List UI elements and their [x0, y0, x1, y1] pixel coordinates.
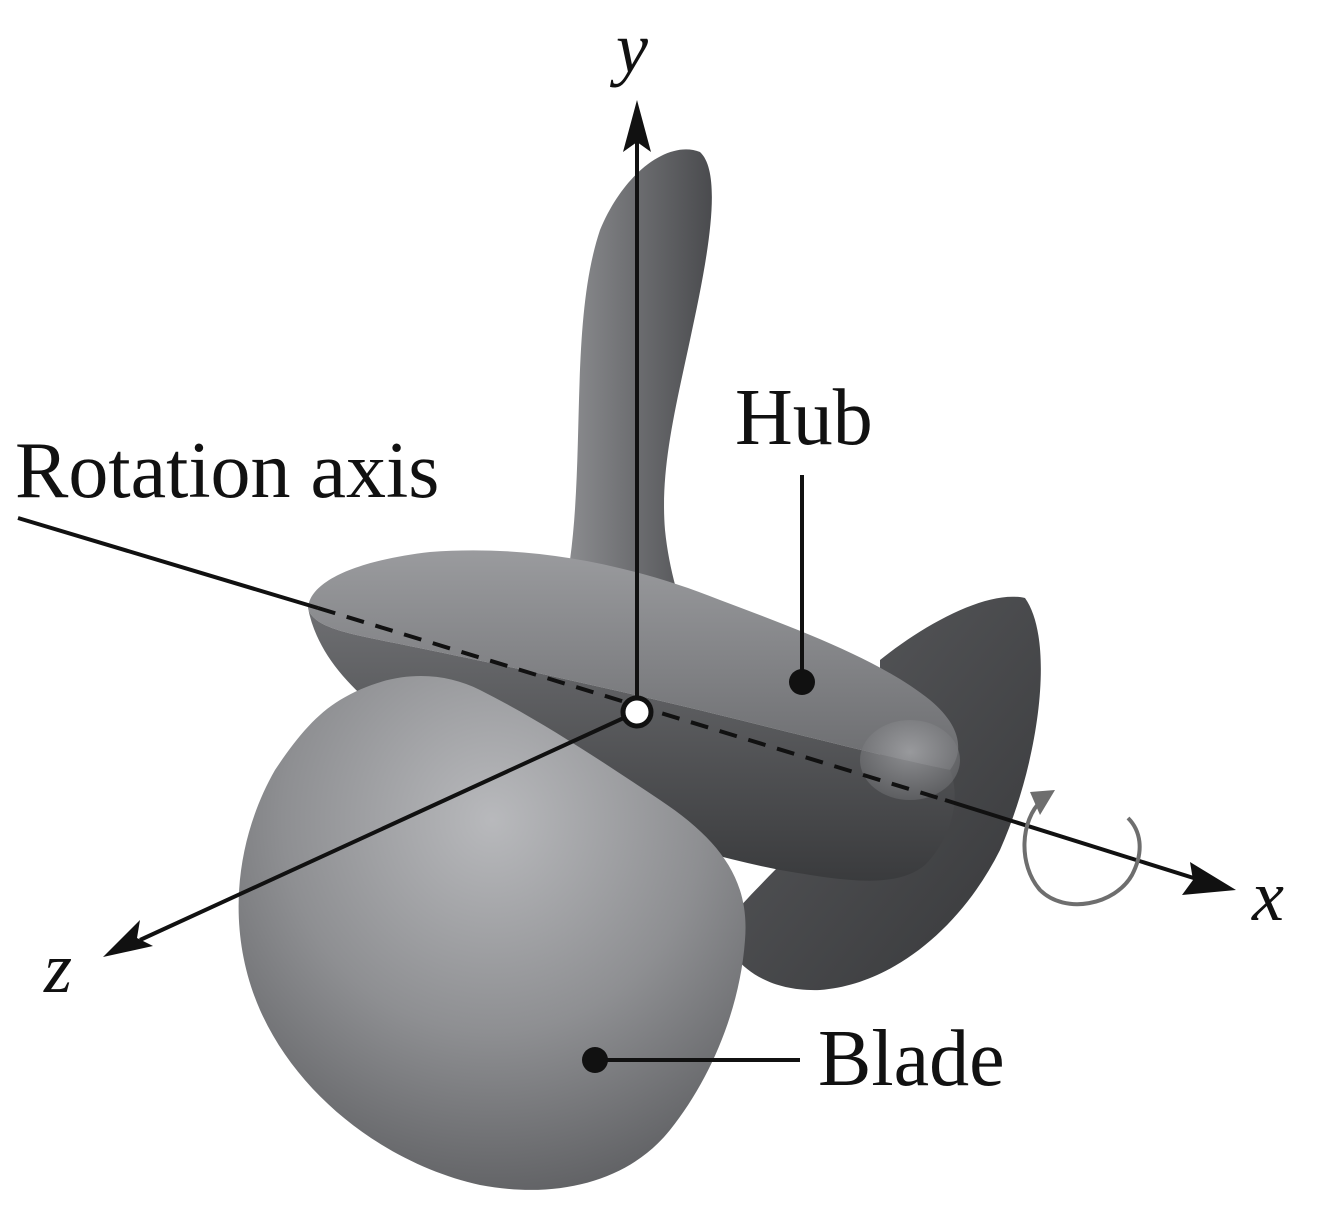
rotation-axis-leader — [18, 518, 318, 608]
hub-label: Hub — [735, 374, 873, 462]
origin-marker — [623, 698, 651, 726]
x-axis-label: x — [1251, 856, 1284, 936]
y-axis-label: y — [609, 8, 648, 88]
hub-nose-highlight — [860, 720, 960, 800]
rotation-arrow — [1024, 790, 1139, 904]
blade-label: Blade — [818, 1015, 1005, 1103]
z-axis-label: z — [43, 928, 72, 1008]
rotation-axis-label: Rotation axis — [15, 427, 439, 515]
